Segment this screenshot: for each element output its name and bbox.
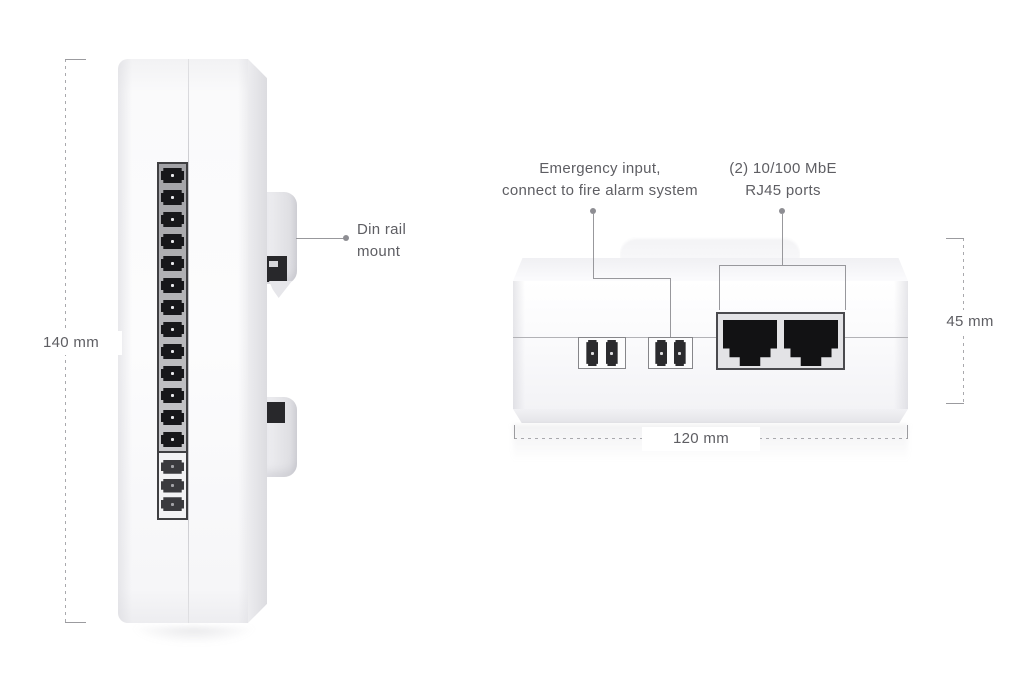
terminal-pair-1	[578, 337, 626, 369]
rj45-port-plate	[716, 312, 845, 370]
rj45-jack	[784, 320, 838, 366]
rj45-ports-callout: (2) 10/100 MbE RJ45 ports	[700, 158, 866, 202]
rj45-bracket-left	[719, 265, 720, 310]
emergency-leader-segment	[670, 278, 671, 337]
rj45-leader-segment	[782, 214, 783, 265]
terminal-strip	[157, 162, 188, 520]
device-front-face	[513, 281, 908, 409]
terminal-block	[161, 212, 184, 227]
depth-dimension-tick-top	[946, 238, 964, 239]
emergency-leader-segment	[593, 278, 671, 279]
terminal-block	[161, 344, 184, 359]
height-dimension-label: 140 mm	[20, 331, 122, 355]
device-reflection	[116, 627, 272, 679]
width-dimension-tick-right	[907, 425, 908, 439]
terminal-block	[161, 366, 184, 381]
device-bottom-bevel	[513, 409, 908, 423]
rj45-bracket-top	[719, 265, 846, 266]
width-dimension-label: 120 mm	[642, 427, 760, 451]
terminal-block	[161, 478, 184, 493]
terminal-block	[161, 190, 184, 205]
terminal-block	[161, 410, 184, 425]
terminal-pin	[586, 340, 599, 366]
depth-dimension-label: 45 mm	[926, 310, 1014, 334]
din-rail-clip-lower-slot	[266, 402, 285, 423]
din-rail-leader-line	[296, 238, 346, 239]
din-rail-callout-line2: mount	[357, 243, 401, 260]
rj45-bracket-right	[845, 265, 846, 310]
rj45-leader-dot	[779, 208, 785, 214]
terminal-block	[161, 322, 184, 337]
depth-dimension-tick-bottom	[946, 403, 964, 404]
rj45-callout-line1: (2) 10/100 MbE	[729, 160, 837, 177]
terminal-block	[161, 388, 184, 403]
emergency-input-callout: Emergency input, connect to fire alarm s…	[460, 158, 740, 202]
emergency-leader-dot	[590, 208, 596, 214]
terminal-pin	[655, 340, 668, 366]
height-dimension-tick-top	[65, 59, 86, 60]
width-dimension-tick-left	[514, 425, 515, 439]
terminal-block	[161, 497, 184, 512]
height-dimension-tick-bottom	[65, 622, 86, 623]
emergency-leader-segment	[593, 214, 594, 278]
terminal-block	[161, 278, 184, 293]
terminal-block	[161, 459, 184, 474]
device-seam-line	[188, 59, 189, 623]
terminal-block	[161, 234, 184, 249]
terminal-block	[161, 432, 184, 447]
device-top-bevel	[513, 258, 908, 281]
din-rail-clip-upper-slot	[266, 256, 287, 282]
terminal-pin	[605, 340, 618, 366]
din-rail-mount-callout: Din rail mount	[357, 219, 406, 263]
din-rail-leader-dot	[343, 235, 349, 241]
device-side-edge	[248, 59, 267, 623]
emergency-callout-line2: connect to fire alarm system	[502, 182, 698, 199]
terminal-pin	[673, 340, 686, 366]
rj45-callout-line2: RJ45 ports	[745, 182, 821, 199]
terminal-pair-2	[648, 337, 693, 369]
terminal-block	[161, 300, 184, 315]
terminal-strip-top-group	[159, 164, 186, 453]
rj45-jack	[723, 320, 777, 366]
terminal-strip-bottom-group	[159, 453, 186, 518]
terminal-block	[161, 168, 184, 183]
device-seam-line	[513, 337, 908, 338]
terminal-block	[161, 256, 184, 271]
din-rail-callout-line1: Din rail	[357, 221, 407, 238]
emergency-callout-line1: Emergency input,	[539, 160, 661, 177]
